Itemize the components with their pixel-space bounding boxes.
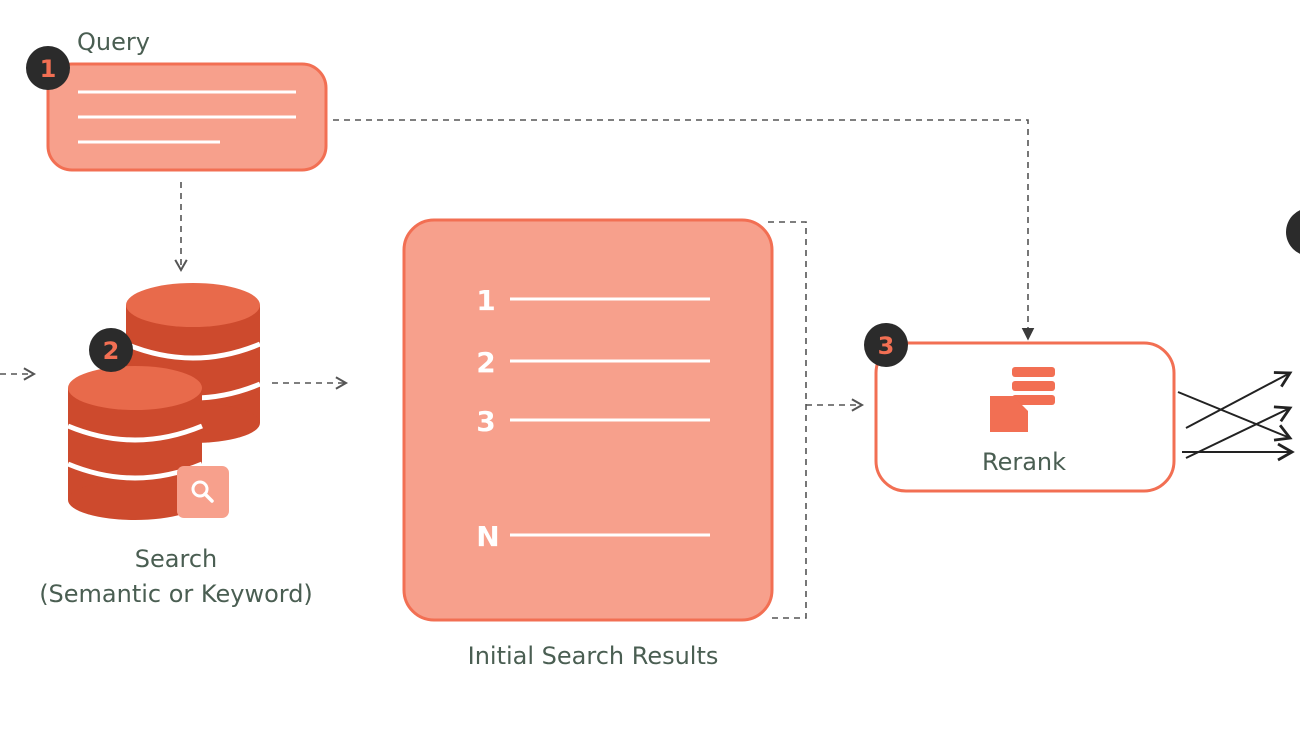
step-badge-3-text: 3 <box>878 332 895 360</box>
step-badge-next-partial <box>1286 210 1300 254</box>
result-rank: 2 <box>476 346 495 379</box>
step-badge-2-text: 2 <box>103 337 120 365</box>
output-arrow <box>1177 391 1293 442</box>
results-bracket <box>768 221 807 619</box>
step-badge-3 <box>864 323 908 367</box>
output-arrow <box>1185 405 1293 459</box>
result-rank: 1 <box>476 284 495 317</box>
results-node: 1 2 3 N Initial Search Results <box>402 218 774 670</box>
reorder-arrows <box>1177 371 1295 462</box>
step-badge-1-text: 1 <box>40 55 57 83</box>
query-label: Query <box>77 28 150 56</box>
query-node: Query 1 <box>26 28 328 172</box>
step-badge-1 <box>26 46 70 90</box>
search-label: Search <box>135 545 217 573</box>
result-rank: N <box>476 520 499 553</box>
search-sublabel: (Semantic or Keyword) <box>39 580 313 608</box>
rerank-node: Rerank 3 <box>864 323 1176 493</box>
search-node: 2 Search (Semantic or Keyword) <box>39 283 313 608</box>
result-rank: 3 <box>476 405 495 438</box>
magnifier-icon <box>177 466 229 518</box>
output-arrow <box>1185 371 1293 429</box>
connectors <box>0 119 1035 619</box>
step-badge-2 <box>89 328 133 372</box>
results-caption: Initial Search Results <box>468 642 719 670</box>
connector-query-to-rerank <box>333 119 1035 341</box>
rerank-label: Rerank <box>982 448 1066 476</box>
rerank-logo-icon <box>990 367 1055 432</box>
